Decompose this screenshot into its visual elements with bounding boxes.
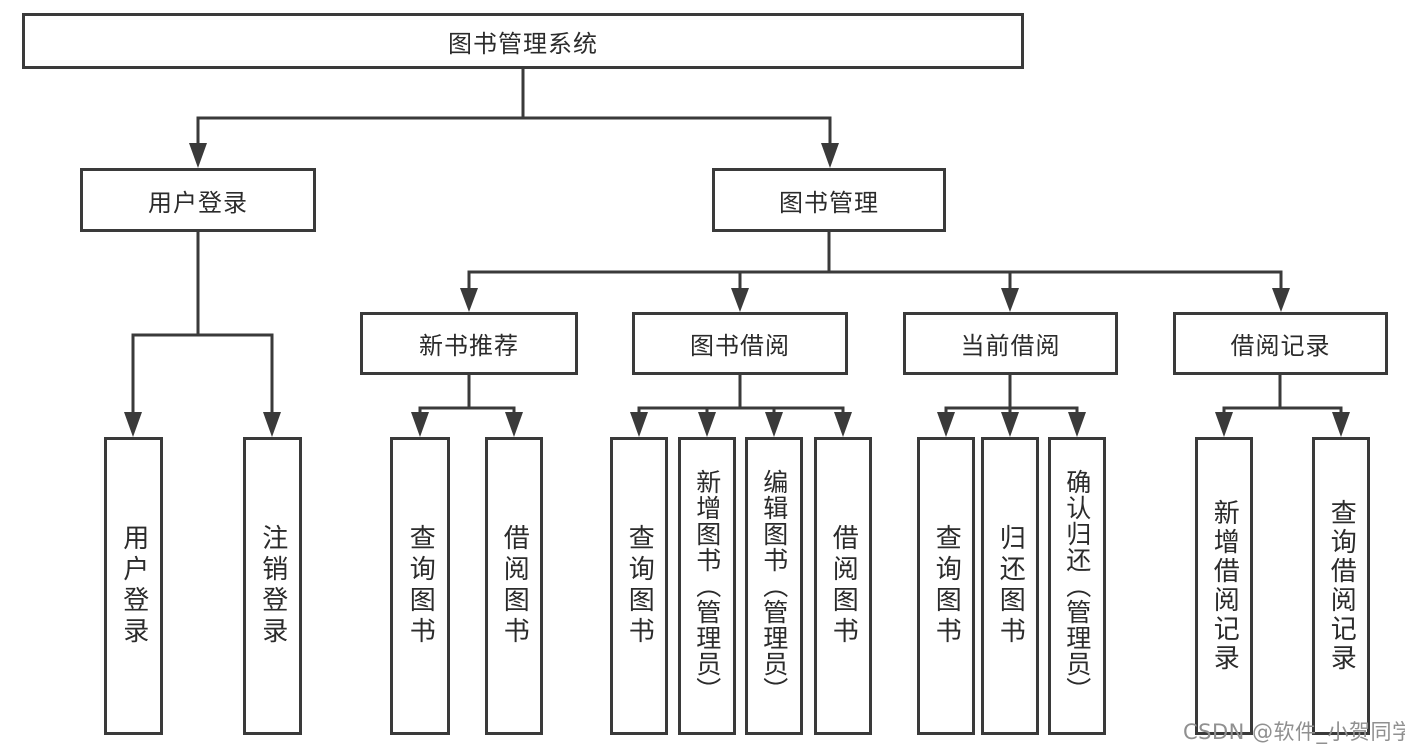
- root-node-library-system: 图书管理系统: [22, 13, 1024, 69]
- leaf-node-query-books-borrow: 查询图书: [610, 437, 668, 735]
- leaf-node-logout: 注销登录: [243, 437, 302, 735]
- section-node-book-borrow: 图书借阅: [632, 312, 848, 375]
- leaf-node-borrow-books-recommend: 借阅图书: [485, 437, 543, 735]
- branch-node-user-login: 用户登录: [80, 168, 316, 232]
- leaf-node-add-books-admin: 新增图书（管理员）: [678, 437, 736, 735]
- leaf-node-query-books-current: 查询图书: [917, 437, 975, 735]
- watermark: CSDN @软件_小贺同学: [1183, 720, 1405, 744]
- branch-node-book-management: 图书管理: [712, 168, 946, 232]
- leaf-node-add-borrow-record: 新增借阅记录: [1195, 437, 1253, 735]
- section-node-current-borrow: 当前借阅: [903, 312, 1118, 375]
- leaf-node-query-books-recommend: 查询图书: [390, 437, 450, 735]
- section-node-new-book-recommend: 新书推荐: [360, 312, 578, 375]
- leaf-node-confirm-return-admin: 确认归还（管理员）: [1048, 437, 1106, 735]
- leaf-node-edit-books-admin: 编辑图书（管理员）: [745, 437, 803, 735]
- section-node-borrow-records: 借阅记录: [1173, 312, 1388, 375]
- leaf-node-borrow-books: 借阅图书: [814, 437, 872, 735]
- leaf-node-user-login: 用户登录: [104, 437, 163, 735]
- leaf-node-return-books: 归还图书: [981, 437, 1039, 735]
- leaf-node-query-borrow-record: 查询借阅记录: [1312, 437, 1370, 735]
